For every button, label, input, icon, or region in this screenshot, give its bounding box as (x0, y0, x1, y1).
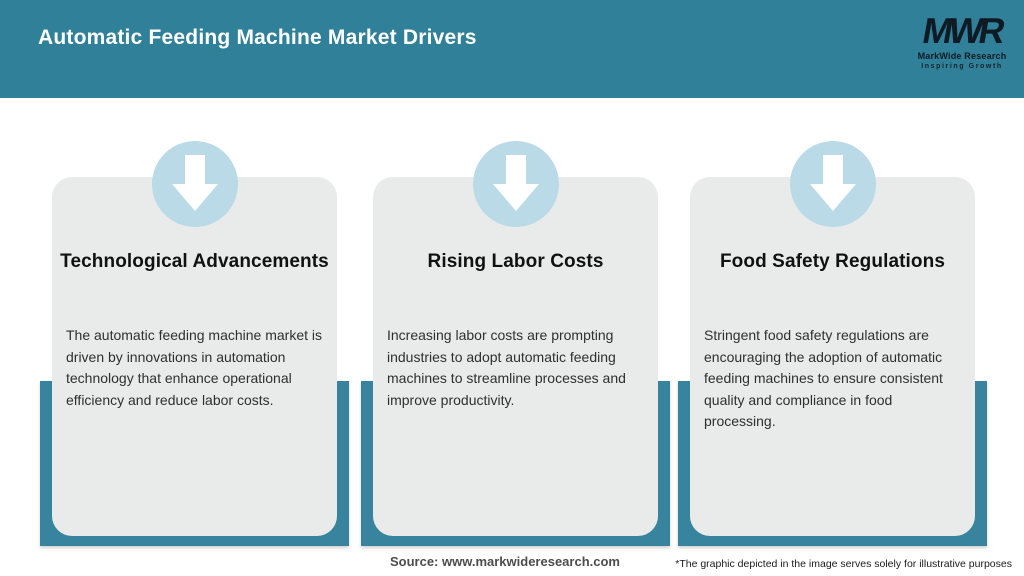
down-arrow-icon (789, 141, 876, 227)
driver-card-group: Rising Labor Costs Increasing labor cost… (361, 0, 670, 576)
header-band: Automatic Feeding Machine Market Drivers… (0, 0, 1024, 98)
logo-name: MarkWide Research (917, 51, 1007, 61)
card-description: The automatic feeding machine market is … (66, 327, 323, 408)
down-arrow-icon (151, 141, 238, 227)
card-title: Rising Labor Costs (427, 251, 604, 272)
driver-card: Technological Advancements The automatic… (52, 177, 337, 536)
source-text: Source: www.markwideresearch.com (389, 554, 620, 569)
markwide-research-logo: MWR MarkWide Research Inspiring Growth (910, 10, 1014, 70)
logo-tagline: Inspiring Growth (921, 63, 1003, 70)
card-title: Technological Advancements (60, 251, 329, 272)
driver-card-group: Technological Advancements The automatic… (40, 0, 349, 576)
card-title: Food Safety Regulations (719, 251, 946, 272)
card-description: Increasing labor costs are prompting ind… (387, 327, 626, 408)
card-description: Stringent food safety regulations are en… (704, 327, 943, 429)
driver-card-group: Food Safety Regulations Stringent food s… (678, 0, 987, 576)
down-arrow-icon (472, 141, 559, 227)
page-title: Automatic Feeding Machine Market Drivers (38, 26, 477, 49)
driver-card: Rising Labor Costs Increasing labor cost… (373, 177, 658, 536)
disclaimer-text: *The graphic depicted in the image serve… (675, 558, 1012, 570)
driver-card: Food Safety Regulations Stringent food s… (690, 177, 975, 536)
